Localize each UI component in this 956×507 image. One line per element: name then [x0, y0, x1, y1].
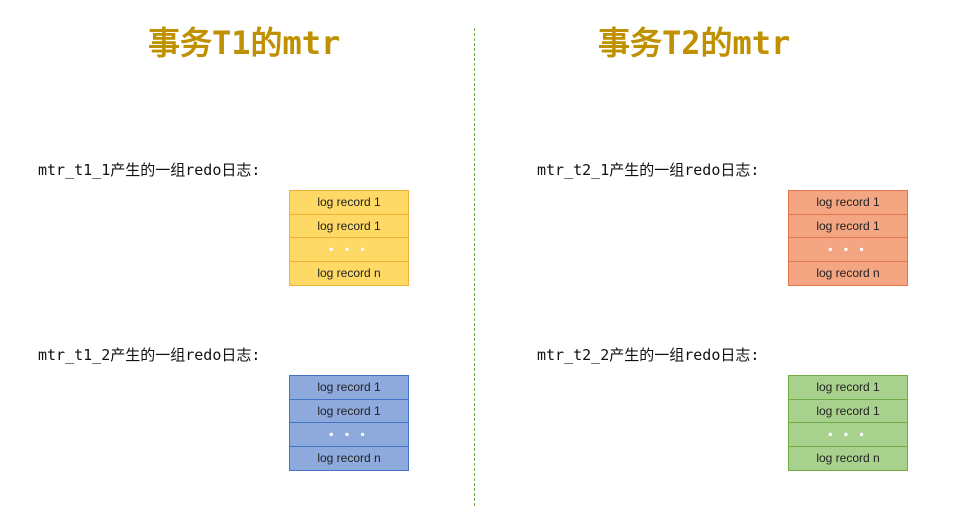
ellipsis-record: ▪ ▪ ▪	[789, 238, 907, 262]
log-record: log record 1	[789, 215, 907, 238]
t2-group2-log-stack: log record 1 log record 1 ▪ ▪ ▪ log reco…	[788, 375, 908, 471]
t2-title: 事务T2的mtr	[598, 24, 791, 62]
t1-group2-label: mtr_t1_2产生的一组redo日志:	[38, 346, 261, 364]
log-record: log record 1	[290, 376, 408, 400]
log-record: log record n	[816, 265, 880, 280]
center-divider	[474, 28, 475, 506]
log-record: log record n	[816, 450, 880, 465]
t2-group1-label: mtr_t2_1产生的一组redo日志:	[537, 161, 760, 179]
log-record: log record 1	[789, 400, 907, 423]
ellipsis-record: ▪ ▪ ▪	[789, 423, 907, 447]
t2-group2-label: mtr_t2_2产生的一组redo日志:	[537, 346, 760, 364]
log-record: log record n	[317, 450, 381, 465]
log-record: log record n	[317, 265, 381, 280]
log-record: log record 1	[290, 215, 408, 238]
log-record: log record 1	[789, 191, 907, 215]
t2-group1-log-stack: log record 1 log record 1 ▪ ▪ ▪ log reco…	[788, 190, 908, 286]
log-record: log record 1	[290, 191, 408, 215]
t1-group1-label: mtr_t1_1产生的一组redo日志:	[38, 161, 261, 179]
t1-group2-log-stack: log record 1 log record 1 ▪ ▪ ▪ log reco…	[289, 375, 409, 471]
t1-group1-log-stack: log record 1 log record 1 ▪ ▪ ▪ log reco…	[289, 190, 409, 286]
ellipsis-record: ▪ ▪ ▪	[290, 238, 408, 262]
t1-title: 事务T1的mtr	[148, 24, 341, 62]
log-record: log record 1	[290, 400, 408, 423]
ellipsis-record: ▪ ▪ ▪	[290, 423, 408, 447]
log-record: log record 1	[789, 376, 907, 400]
